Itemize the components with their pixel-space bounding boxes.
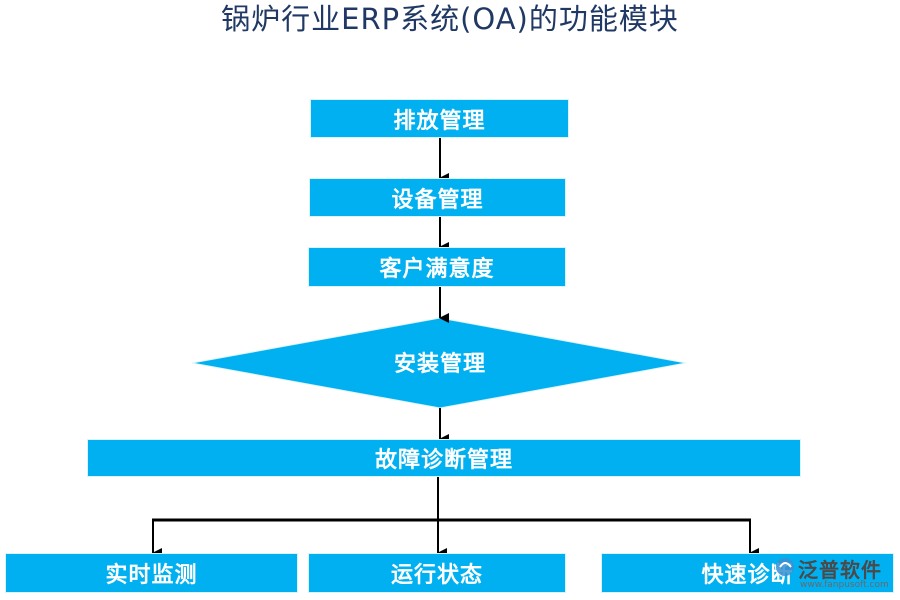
node-fault-label: 故障诊断管理 bbox=[374, 447, 513, 473]
node-satisfaction: 客户满意度 bbox=[308, 247, 566, 287]
node-monitor: 实时监测 bbox=[5, 553, 298, 593]
watermark-url: www.fanpusoft.com bbox=[800, 580, 889, 590]
node-fault: 故障诊断管理 bbox=[87, 439, 801, 477]
watermark-brand: 泛普软件 bbox=[798, 558, 882, 582]
node-installation-label: 安装管理 bbox=[393, 351, 486, 377]
node-status: 运行状态 bbox=[308, 553, 566, 593]
node-equipment-label: 设备管理 bbox=[391, 186, 484, 213]
node-emission: 排放管理 bbox=[310, 99, 569, 138]
watermark-logo-icon bbox=[776, 558, 794, 576]
node-emission-label: 排放管理 bbox=[393, 107, 486, 134]
node-equipment: 设备管理 bbox=[309, 178, 566, 217]
diagram-title: 锅炉行业ERP系统(OA)的功能模块 bbox=[221, 2, 679, 36]
node-diagnosis: 快速诊断 bbox=[601, 553, 894, 593]
node-status-label: 运行状态 bbox=[390, 562, 483, 588]
node-monitor-label: 实时监测 bbox=[105, 562, 198, 588]
node-satisfaction-label: 客户满意度 bbox=[379, 256, 495, 282]
